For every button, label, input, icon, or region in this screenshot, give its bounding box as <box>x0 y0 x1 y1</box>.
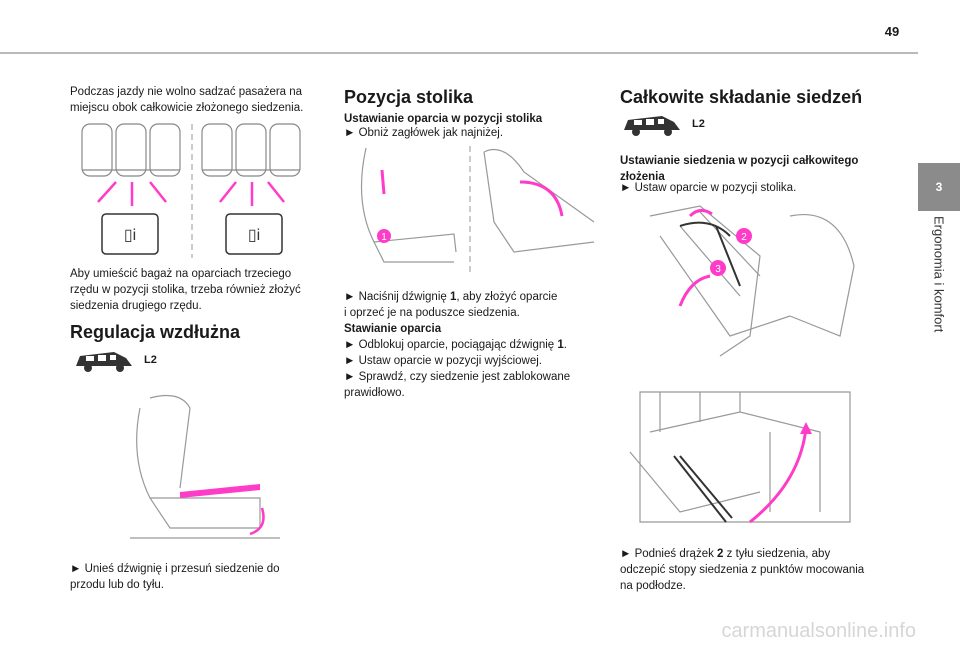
section-heading-longitudinal: Regulacja wzdłużna <box>70 322 241 342</box>
col1-para-line: siedzenia drugiego rzędu. <box>70 300 202 312</box>
watermark: carmanualsonline.info <box>721 620 916 642</box>
col2-step1: ► Obniż zagłówek jak najniżej. <box>344 127 504 139</box>
svg-text:▯i: ▯i <box>248 227 260 244</box>
car-badge: L2 <box>74 348 157 372</box>
col3-subheading: Ustawianie siedzenia w pozycji całkowite… <box>620 153 890 185</box>
col2-step2-num: 1 <box>449 291 457 303</box>
col2-step2-line2: i oprzeć je na poduszce siedzenia. <box>344 307 520 319</box>
col3-caption-line1: ► Podnieś drążek 2 z tyłu siedzenia, aby <box>620 546 890 562</box>
section-heading-full-fold: Całkowite składanie siedzeń <box>620 87 863 107</box>
col3-caption: ► Podnieś drążek 2 z tyłu siedzenia, aby… <box>620 546 890 594</box>
col2-step2-text-end: , aby złożyć oparcie <box>456 291 558 303</box>
col2-step4: ► Ustaw oparcie w pozycji wyjściowej. <box>344 355 542 367</box>
col2-subheading: Ustawianie oparcia w pozycji stolika <box>344 113 543 125</box>
book-info-icon: ▯i <box>248 227 260 244</box>
car-badge-label: L2 <box>692 118 705 130</box>
col3-caption-line: na podłodze. <box>620 580 686 592</box>
fold-seat-illustration: 2 3 <box>649 205 855 357</box>
svg-text:▯i: ▯i <box>124 227 136 244</box>
col3-caption-line: odczepić stopy siedzenia z punktów mocow… <box>620 564 865 576</box>
col2-step3-text: ► Odblokuj oparcie, pociągając dźwignię <box>344 339 558 351</box>
seat-slide-illustration <box>130 395 280 539</box>
col2-step5-line: ► Sprawdź, czy siedzenie jest zablokowan… <box>344 371 571 383</box>
page-number: 49 <box>884 24 900 39</box>
callout-1: 1 <box>381 232 387 243</box>
chapter-number[interactable]: 3 <box>918 163 960 211</box>
col3-step1: ► Ustaw oparcie w pozycji stolika. <box>620 182 797 194</box>
col1-intro-line: miejscu obok całkowicie złożonego siedze… <box>70 102 304 114</box>
table-position-illustration: 1 <box>360 146 595 274</box>
col2-step5-line: prawidłowo. <box>344 387 405 399</box>
col2-body: ► Naciśnij dźwignię 1, aby złożyć oparci… <box>344 289 594 401</box>
col3-caption-text-end: z tyłu siedzenia, aby <box>723 548 831 560</box>
chapter-title-box: Ergonomia i komfort <box>918 216 960 366</box>
fold-release-illustration <box>629 391 851 524</box>
col2-step3-num: 1 <box>557 339 564 351</box>
col1-paragraph: Aby umieścić bagaż na oparciach trzecieg… <box>70 266 332 314</box>
chapter-side-tab[interactable]: 3 Ergonomia i komfort <box>918 0 960 649</box>
col3-subheading-line: złożenia <box>620 171 665 183</box>
col1-caption-line: przodu lub do tyłu. <box>70 579 164 591</box>
col1-intro-line: Podczas jazdy nie wolno sadzać pasażera … <box>70 86 303 98</box>
callout-3: 3 <box>715 264 721 275</box>
col1-caption: ► Unieś dźwignię i przesuń siedzenie do … <box>70 561 330 593</box>
third-row-seats-illustration: ▯i ▯i <box>81 123 301 258</box>
chapter-title: Ergonomia i komfort <box>931 216 947 333</box>
col2-step2: ► Naciśnij dźwignię 1, aby złożyć oparci… <box>344 289 594 305</box>
car-icon <box>76 352 132 372</box>
col2-subheading2: Stawianie oparcia <box>344 323 442 335</box>
col2-step3-text-end: . <box>563 339 567 351</box>
callout-2: 2 <box>741 232 747 243</box>
section-heading-table-position: Pozycja stolika <box>344 87 474 107</box>
col1-para-line: Aby umieścić bagaż na oparciach trzecieg… <box>70 268 292 280</box>
col3-caption-text: ► Podnieś drążek <box>620 548 718 560</box>
col3-subheading-line: Ustawianie siedzenia w pozycji całkowite… <box>620 155 859 167</box>
col2-step3: ► Odblokuj oparcie, pociągając dźwignię … <box>344 337 594 353</box>
col1-para-line: rzędu w pozycji stolika, trzeba również … <box>70 284 301 296</box>
car-badge-label: L2 <box>144 354 157 366</box>
header-rule <box>0 52 918 54</box>
col1-intro: Podczas jazdy nie wolno sadzać pasażera … <box>70 84 330 116</box>
car-icon <box>624 116 680 136</box>
book-info-icon: ▯i <box>124 227 136 244</box>
col3-caption-num: 2 <box>717 548 724 560</box>
col2-step2-text: ► Naciśnij dźwignię <box>344 291 450 303</box>
car-badge: L2 <box>622 112 705 136</box>
col1-caption-line: ► Unieś dźwignię i przesuń siedzenie do <box>70 563 280 575</box>
